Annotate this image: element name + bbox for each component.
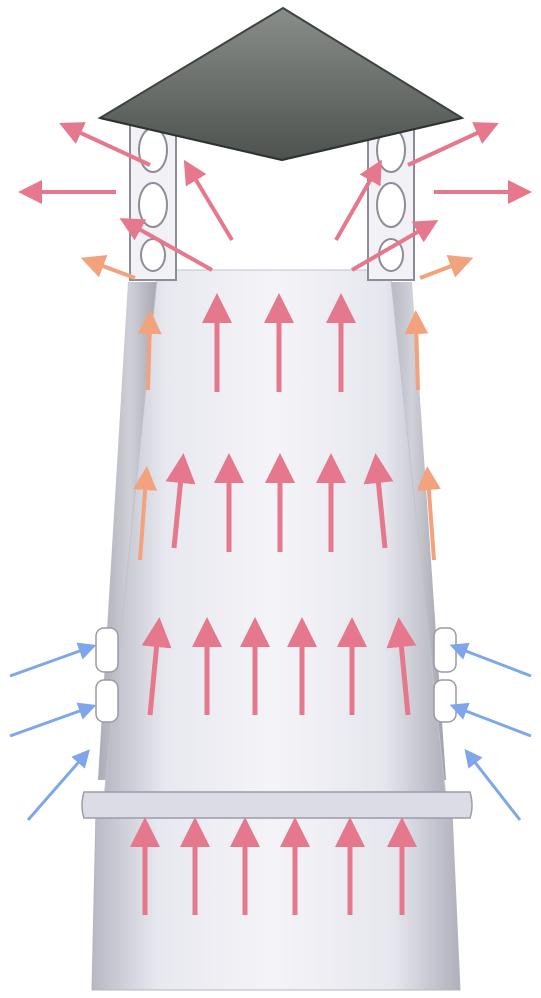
inflow-arrow-left [10,708,88,736]
gap-arrow-left [148,322,150,390]
inner-tube [104,270,446,798]
inflow-arrow-left [10,648,88,676]
gap-arrow-right [420,262,462,278]
inflow-arrow-left [28,756,84,820]
outlet-arrow-right [408,128,488,165]
inflow-arrow-right [470,756,520,820]
cap-support-left [130,112,176,280]
collar-ring [82,792,472,818]
gap-arrow-left [92,262,135,278]
inflow-arrow-right [458,708,531,736]
gap-arrow-right [416,322,418,390]
outlet-arrow-left [190,170,232,240]
inflow-arrow-right [458,648,531,676]
